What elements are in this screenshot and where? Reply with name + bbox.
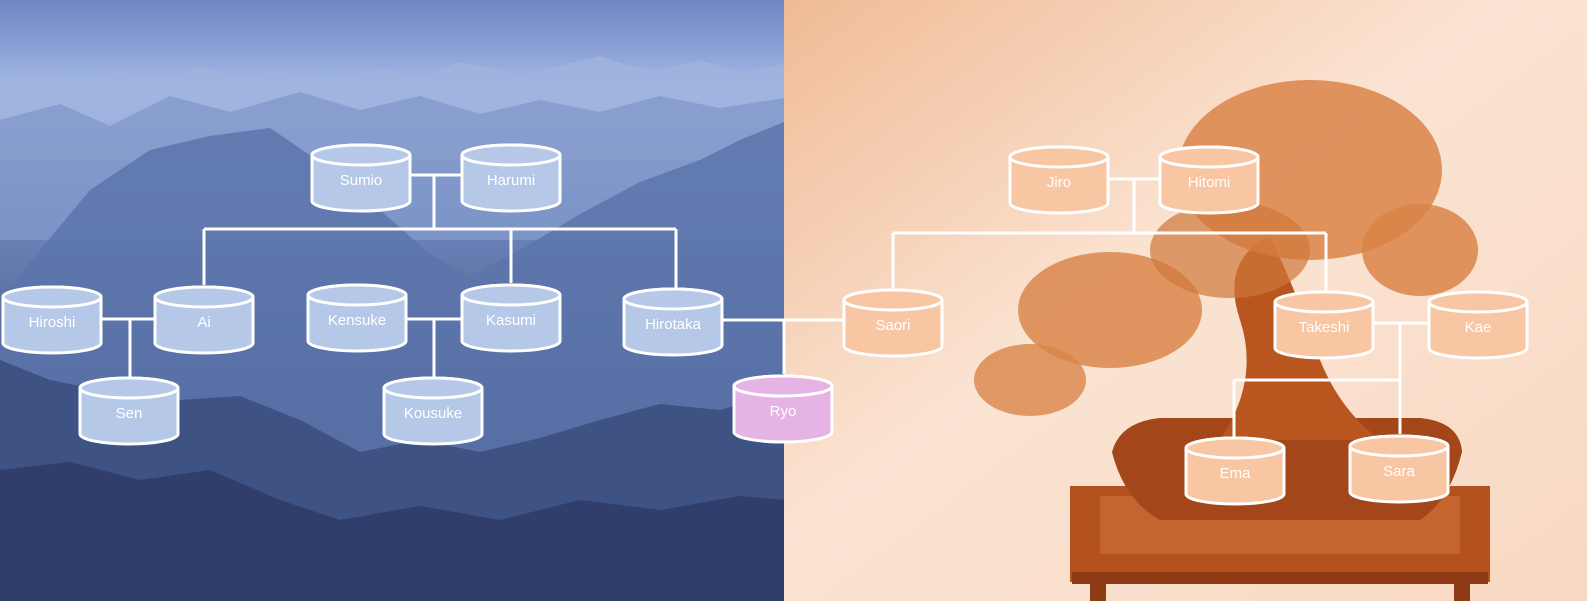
person-node-hirotaka: Hirotaka xyxy=(622,287,724,357)
person-node-saori: Saori xyxy=(842,288,944,358)
person-name-label: Kae xyxy=(1465,319,1492,336)
person-name-label: Harumi xyxy=(487,172,535,189)
person-node-hiroshi: Hiroshi xyxy=(1,285,103,355)
cylinder-top xyxy=(382,376,484,400)
cylinder-top xyxy=(460,143,562,167)
person-node-kensuke: Kensuke xyxy=(306,283,408,353)
cylinder-top xyxy=(310,143,412,167)
person-name-label: Kasumi xyxy=(486,312,536,329)
cylinder-top xyxy=(78,376,180,400)
cylinder-top xyxy=(732,374,834,398)
person-node-ryo: Ryo xyxy=(732,374,834,444)
person-name-label: Sara xyxy=(1383,463,1415,480)
person-node-sumio: Sumio xyxy=(310,143,412,213)
cylinder-top xyxy=(1158,145,1260,169)
person-name-label: Kensuke xyxy=(328,312,386,329)
cylinder-top xyxy=(842,288,944,312)
person-node-kousuke: Kousuke xyxy=(382,376,484,446)
person-node-sara: Sara xyxy=(1348,434,1450,504)
cylinder-top xyxy=(1348,434,1450,458)
person-name-label: Kousuke xyxy=(404,405,462,422)
cylinder-top xyxy=(1273,290,1375,314)
cylinder-top xyxy=(1427,290,1529,314)
cylinder-top xyxy=(1184,436,1286,460)
cylinder-top xyxy=(306,283,408,307)
person-name-label: Ryo xyxy=(770,403,797,420)
person-node-hitomi: Hitomi xyxy=(1158,145,1260,215)
person-node-ai: Ai xyxy=(153,285,255,355)
person-name-label: Ai xyxy=(197,314,210,331)
person-name-label: Sumio xyxy=(340,172,383,189)
person-node-sen: Sen xyxy=(78,376,180,446)
cylinder-top xyxy=(1008,145,1110,169)
person-node-takeshi: Takeshi xyxy=(1273,290,1375,360)
person-node-ema: Ema xyxy=(1184,436,1286,506)
person-name-label: Jiro xyxy=(1047,174,1071,191)
connector-lines xyxy=(102,173,1428,437)
cylinder-top xyxy=(1,285,103,309)
person-node-kasumi: Kasumi xyxy=(460,283,562,353)
person-name-label: Ema xyxy=(1220,465,1252,482)
person-name-label: Saori xyxy=(875,317,910,334)
person-name-label: Takeshi xyxy=(1299,319,1350,336)
cylinder-top xyxy=(153,285,255,309)
person-name-label: Hitomi xyxy=(1188,174,1231,191)
person-name-label: Hiroshi xyxy=(29,314,76,331)
person-node-jiro: Jiro xyxy=(1008,145,1110,215)
person-node-harumi: Harumi xyxy=(460,143,562,213)
person-node-kae: Kae xyxy=(1427,290,1529,360)
person-name-label: Sen xyxy=(116,405,143,422)
person-name-label: Hirotaka xyxy=(645,316,702,333)
cylinder-top xyxy=(622,287,724,311)
cylinder-top xyxy=(460,283,562,307)
